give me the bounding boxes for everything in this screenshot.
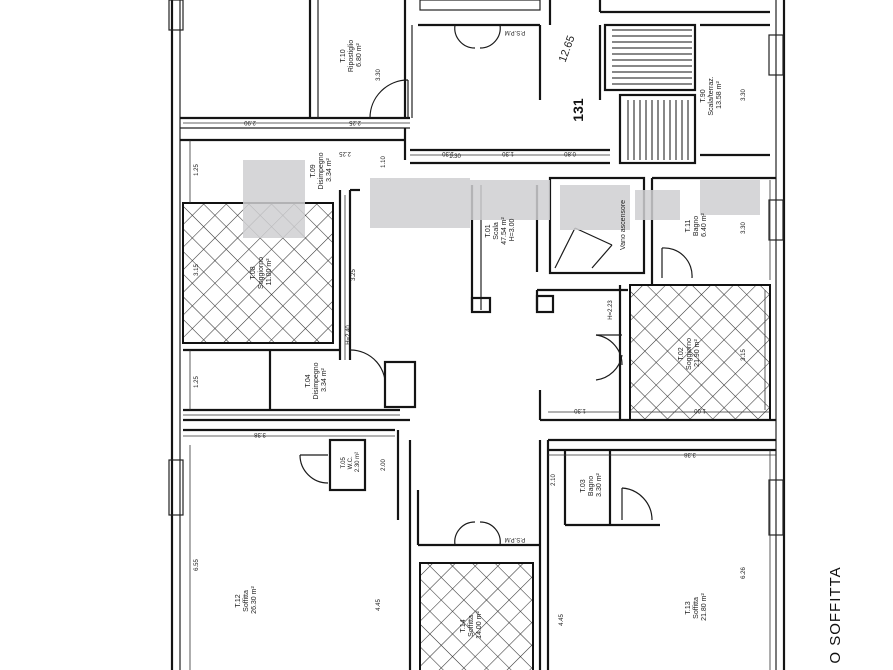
room-label-bagno-lower: T.03 Bagno 3.30 m² <box>580 472 603 496</box>
room-label-hatched-right: T.02 Soggiorno 21.90 m² <box>678 336 701 370</box>
hatched-room-right <box>538 284 776 422</box>
stair-treads <box>612 29 692 160</box>
dim-label: 1.30 <box>449 154 461 160</box>
dim-label: 3.30 <box>376 69 382 81</box>
section-number: 131 <box>570 98 586 122</box>
outer-walls <box>168 0 786 670</box>
cut-height: 12.65 <box>557 34 578 64</box>
top-corridor <box>418 0 552 100</box>
room-label-stairs: T.90 Scala/terraz. 13.58 m² <box>700 74 723 115</box>
room-label-vano: Vano ascensore <box>620 200 627 250</box>
dimension-lines <box>183 122 776 670</box>
dim-label: 3.15 <box>194 264 200 276</box>
room-label-hatched-left: T.08 Soggiorno 11.00 m² <box>250 255 273 289</box>
room-top-left <box>180 0 413 129</box>
dim-label: 3.25 <box>351 269 357 281</box>
room-label-disimpegno-upper: T.09 Disimpegno 3.34 m² <box>310 151 333 190</box>
room-label-wc: T.05 W.C. 2.30 m² <box>341 452 361 472</box>
central-walls <box>338 128 776 360</box>
dim-label: 3.15 <box>741 349 747 361</box>
dim-label: 1.30 <box>442 150 454 156</box>
dim-label: 1.00 <box>694 407 706 413</box>
room-labels: T.10 Ripostiglio 6.80 m² T.90 Scala/terr… <box>235 38 723 639</box>
room-label-top-left: T.10 Ripostiglio 6.80 m² <box>340 38 363 72</box>
room-label-bagno-right: T.11 Bagno 6.40 m² <box>685 212 708 236</box>
dim-label: P.S.P.M <box>505 536 525 542</box>
dim-label: 2.10 <box>551 474 557 486</box>
room-label-bottom-left: T.12 Soffitta 26.30 m² <box>235 586 258 614</box>
dimension-labels: 2.90 2.25 2.25 3.30 3.30 3.30 1.25 1.25 … <box>194 29 747 626</box>
room-label-disimpegno-lower: T.04 Disimpegno 3.34 m² <box>305 361 328 400</box>
dim-label: 6.55 <box>194 559 200 571</box>
dim-label: 3.30 <box>741 222 747 234</box>
stairs-block <box>598 0 770 165</box>
dim-label: 2.25 <box>339 150 351 156</box>
dim-label: H=2.23 <box>608 300 614 320</box>
dim-label: 2.90 <box>244 119 256 125</box>
room-label-central: T.01 Scala 47.54 m² H=3.00 <box>485 215 516 245</box>
dim-label: 3.30 <box>741 89 747 101</box>
dim-label: 1.25 <box>194 376 200 388</box>
dim-label: 3.38 <box>684 451 696 457</box>
blurred-labels <box>243 160 760 238</box>
dim-label: 1.30 <box>502 150 514 156</box>
dim-label: P.S.P.M <box>505 29 525 35</box>
dim-label: 4.45 <box>559 614 565 626</box>
dim-label: 0.80 <box>564 150 576 156</box>
dim-label: 1.30 <box>574 407 586 413</box>
dim-label: 1.25 <box>194 164 200 176</box>
dim-label: H=2.40 <box>346 325 352 345</box>
plan-title: O SOFFITTA <box>827 566 844 663</box>
dim-label: 6.26 <box>741 567 747 579</box>
dim-label: 1.10 <box>381 156 387 168</box>
dim-label: 3.38 <box>254 431 266 437</box>
room-label-bottom-mid: T.14 Soffitta 14.00 m² <box>460 611 483 639</box>
dim-label: 2.25 <box>349 119 361 125</box>
dim-label: 2.00 <box>381 459 387 471</box>
room-label-bottom-right: T.13 Soffitta 21.80 m² <box>685 593 708 621</box>
lower-walls <box>183 428 776 670</box>
dim-label: 4.45 <box>376 599 382 611</box>
hatched-room-left <box>180 138 417 422</box>
